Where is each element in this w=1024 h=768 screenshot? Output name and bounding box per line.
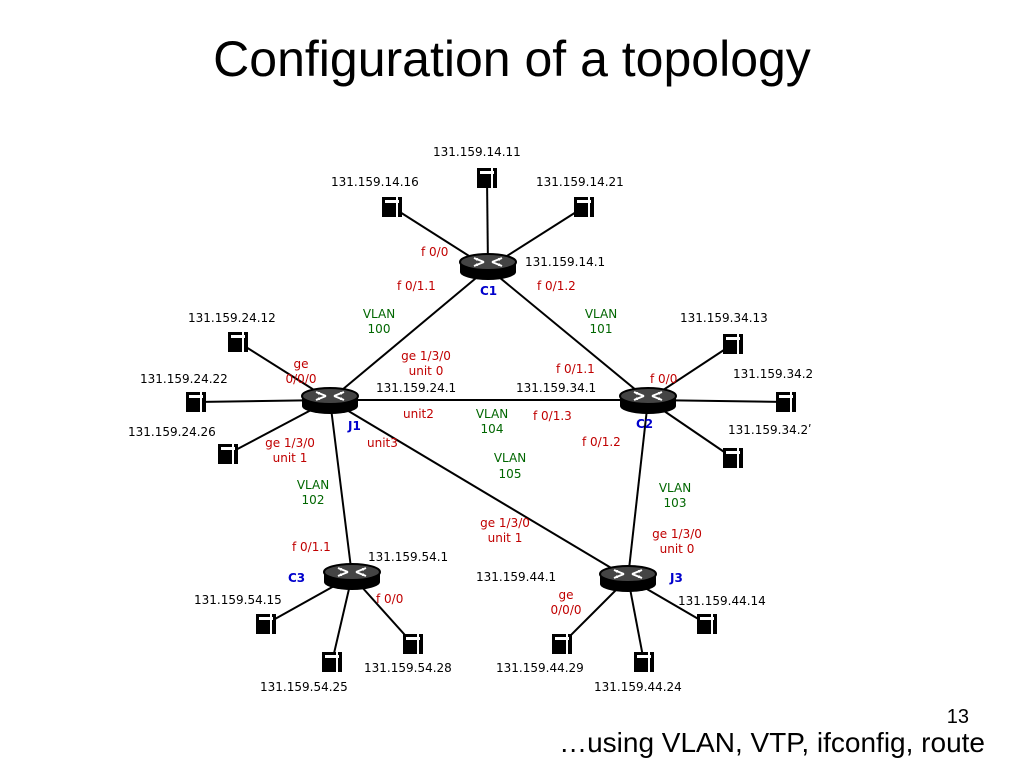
host-ip-label: 131.159.14.11	[433, 145, 521, 159]
host-ip-label: 131.159.34.13	[680, 311, 768, 325]
host-ip-label: 131.159.54.15	[194, 593, 282, 607]
port-label: f 0/0	[650, 372, 677, 386]
slide-title: Configuration of a topology	[213, 31, 811, 87]
host-ip-label: 131.159.44.14	[678, 594, 766, 608]
router-ip-label: 131.159.34.1	[516, 381, 596, 395]
router-ip-label: 131.159.44.1	[476, 570, 556, 584]
host-icon	[723, 448, 743, 468]
host-ip-label: 131.159.24.12	[188, 311, 276, 325]
port-label: unit2	[403, 407, 434, 421]
host-icon	[218, 444, 238, 464]
port-label: f 0/1.2	[537, 279, 576, 293]
router-icon	[599, 565, 657, 593]
router-ip-label: 131.159.14.1	[525, 255, 605, 269]
host-icon	[574, 197, 594, 217]
host-labels: 131.159.14.11 131.159.14.16 131.159.14.2…	[128, 145, 813, 694]
port-label: f 0/1.2	[582, 435, 621, 449]
port-label: f 0/0	[376, 592, 403, 606]
host-ip-label: 131.159.34.2ʹ	[728, 423, 812, 437]
router-names: C1 J1 C2 C3 J3	[288, 284, 683, 585]
router-name-label: C1	[480, 284, 497, 298]
host-icon	[186, 392, 206, 412]
host-ip-label: 131.159.44.29	[496, 661, 584, 675]
host-ip-label: 131.159.54.28	[364, 661, 452, 675]
host-ip-label: 131.159.44.24	[594, 680, 682, 694]
link-j1-j3	[329, 399, 629, 579]
router-ip-label: 131.159.24.1	[376, 381, 456, 395]
host-ip-label: 131.159.14.16	[331, 175, 419, 189]
router-icon	[459, 253, 517, 281]
router-name-label: J1	[347, 419, 361, 433]
router-icon	[301, 387, 359, 415]
router-ip-labels: 131.159.14.1 131.159.24.1 131.159.34.1 1…	[368, 255, 605, 584]
link-c1-j1	[329, 267, 489, 401]
host-icon	[322, 652, 342, 672]
slide-footer: …using VLAN, VTP, ifconfig, route	[559, 727, 985, 758]
host-icon	[477, 168, 497, 188]
router-name-label: J3	[669, 571, 683, 585]
port-label: f 0/1.1	[397, 279, 436, 293]
host-ip-label: 131.159.54.25	[260, 680, 348, 694]
link-c1-c2	[487, 267, 649, 401]
link-c2-j3	[627, 399, 649, 579]
host-icon	[403, 634, 423, 654]
host-ip-label: 131.159.34.2	[733, 367, 813, 381]
host-ip-label: 131.159.14.21	[536, 175, 624, 189]
port-label: f 0/1.1	[292, 540, 331, 554]
host-icon	[723, 334, 743, 354]
host-icon	[634, 652, 654, 672]
port-label: f 0/0	[421, 245, 448, 259]
host-icon	[382, 197, 402, 217]
host-icon	[552, 634, 572, 654]
router-name-label: C3	[288, 571, 305, 585]
host-link	[627, 577, 645, 663]
host-icon	[776, 392, 796, 412]
port-label: unit3	[367, 436, 398, 450]
router-links	[329, 267, 649, 579]
host-ip-label: 131.159.24.22	[140, 372, 228, 386]
host-ip-label: 131.159.24.26	[128, 425, 216, 439]
host-icon	[256, 614, 276, 634]
port-label: f 0/1.3	[533, 409, 572, 423]
slide-number: 13	[946, 706, 969, 728]
host-icon	[228, 332, 248, 352]
host-link	[486, 177, 489, 269]
router-icon	[619, 387, 677, 415]
host-link	[331, 575, 353, 663]
port-label: f 0/1.1	[556, 362, 595, 376]
router-icon	[323, 563, 381, 591]
host-icon	[697, 614, 717, 634]
link-j1-c3	[329, 399, 353, 577]
router-ip-label: 131.159.54.1	[368, 550, 448, 564]
router-name-label: C2	[636, 417, 653, 431]
